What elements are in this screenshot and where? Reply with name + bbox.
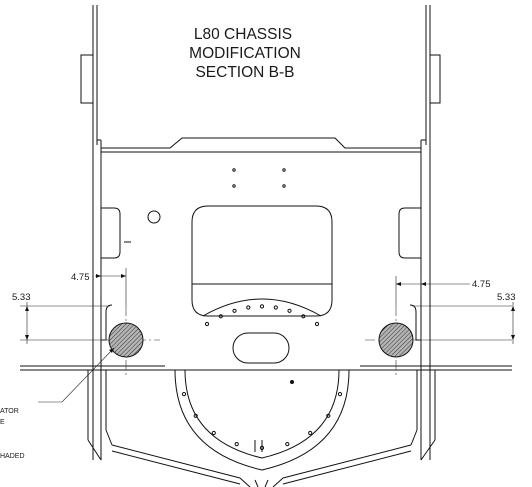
- chassis-floor-line: [20, 365, 512, 371]
- flange-bolt-hole: [314, 321, 320, 327]
- left-vertical-dimension-label: 5.33: [12, 292, 31, 303]
- left-vertical-dimension: [20, 302, 110, 344]
- right-horizontal-dimension: [395, 276, 470, 306]
- left-horizontal-dimension-label: 4.75: [71, 272, 90, 283]
- flange-bolt-hole: [287, 308, 292, 313]
- lower-bolt-ring: [174, 369, 350, 471]
- central-opening: [191, 205, 333, 317]
- left-side-slot: [101, 207, 121, 259]
- flange-bolt-hole: [273, 305, 278, 310]
- right-frame-rail: [410, 5, 441, 461]
- right-vertical-dimension: [412, 302, 515, 344]
- ring-bolt-hole: [234, 442, 239, 447]
- callout-text-line-2: E: [0, 419, 5, 426]
- flange-bolt-hole: [204, 321, 210, 327]
- left-crossmember-section: [100, 304, 160, 375]
- lower-cross-brace: [111, 444, 412, 487]
- flange-bolt-hole: [232, 308, 237, 313]
- flange-bolt-hole: [301, 314, 306, 319]
- title-line-3: SECTION B-B: [195, 64, 294, 81]
- title-line-2: MODIFICATION: [189, 45, 301, 62]
- bulkhead-plate: [101, 137, 421, 384]
- ring-bolt-hole: [211, 430, 216, 436]
- left-horizontal-dimension: [95, 268, 127, 306]
- callout-text-line-1: ATOR: [0, 408, 19, 415]
- ring-bolt-hole: [308, 430, 313, 436]
- right-crossmember-section: [365, 304, 425, 375]
- right-side-slot: [398, 207, 421, 259]
- ring-bolt-hole: [181, 392, 187, 397]
- ring-bolt-hole: [326, 413, 331, 418]
- flange-bolt-hole: [259, 304, 265, 309]
- lower-oval-opening: [232, 332, 290, 364]
- ring-bolt-hole: [259, 445, 265, 450]
- upper-bolt-flange: [202, 298, 322, 327]
- ring-bolt-hole: [285, 442, 290, 447]
- callout-leader: [38, 347, 115, 403]
- right-vertical-dimension-label: 5.33: [497, 292, 516, 303]
- right-horizontal-dimension-label: 4.75: [472, 279, 491, 290]
- title-line-1: L80 CHASSIS: [194, 26, 292, 43]
- flange-bolt-hole: [218, 314, 223, 319]
- flange-bolt-hole: [246, 305, 251, 310]
- ring-bolt-hole: [337, 392, 343, 397]
- ring-bolt-hole: [193, 413, 198, 418]
- left-frame-rail: [80, 5, 113, 461]
- callout-text-line-3: HADED: [0, 453, 25, 460]
